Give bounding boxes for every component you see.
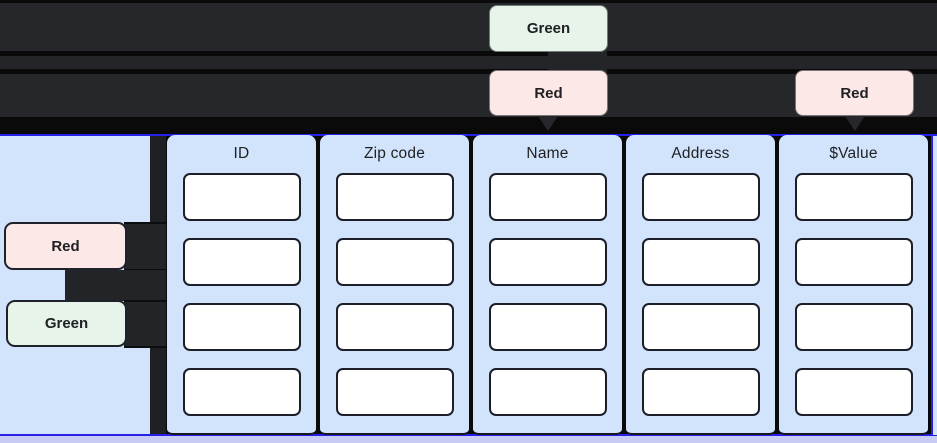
column-header-id: ID [233,144,250,162]
pointer-triangle-value-column [845,116,865,131]
cell-box[interactable] [335,368,454,416]
background-bar-middle [0,74,937,117]
cell-box[interactable] [182,238,301,286]
badge-green-top-label: Green [526,20,571,37]
cell-box[interactable] [335,238,454,286]
column-id[interactable]: ID [167,134,316,435]
cell-box[interactable] [794,238,913,286]
badge-red-name-label: Red [534,84,563,102]
cell-box[interactable] [488,303,607,351]
badge-red-row-label: Red [51,237,80,255]
badge-red-value-column[interactable]: Red [795,70,914,116]
green-badge-connector [548,51,607,74]
cell-box[interactable] [794,303,913,351]
column-header-address: Address [671,144,730,162]
column-name[interactable]: Name [473,134,622,435]
column-zip-code[interactable]: Zip code [320,134,469,435]
row-green-dark-notch [124,300,166,348]
cell-box[interactable] [488,173,607,221]
badge-red-row[interactable]: Red [4,222,127,270]
bottom-strip [0,436,937,443]
cell-box[interactable] [182,173,301,221]
badge-green-row[interactable]: Green [6,300,127,347]
badge-green-top[interactable]: Green [489,5,608,52]
column-address[interactable]: Address [626,134,775,435]
cell-box[interactable] [641,173,760,221]
badge-red-name-column[interactable]: Red [489,70,608,116]
background-bar-thin [0,56,937,69]
cell-box[interactable] [641,238,760,286]
cell-box[interactable] [488,368,607,416]
row-connector-dark-notch [65,270,166,301]
table-columns: ID Zip code Name Address [167,134,928,435]
column-header-value: $Value [829,144,878,162]
cell-box[interactable] [335,303,454,351]
cell-box[interactable] [335,173,454,221]
cell-box[interactable] [182,368,301,416]
badge-green-row-label: Green [44,315,89,332]
selection-border-top [0,133,937,136]
cell-box[interactable] [641,303,760,351]
selection-border-bottom [0,433,937,436]
cell-box[interactable] [794,173,913,221]
cell-box[interactable] [182,303,301,351]
badge-red-value-label: Red [840,84,869,102]
column-header-name: Name [526,144,569,162]
right-partial-column[interactable] [931,134,937,435]
column-value[interactable]: $Value [779,134,928,435]
background-bar-top [0,3,937,51]
column-header-zip-code: Zip code [363,144,426,162]
cell-box[interactable] [641,368,760,416]
cell-box[interactable] [488,238,607,286]
row-red-dark-notch [124,222,166,271]
cell-box[interactable] [794,368,913,416]
pointer-triangle-name-column [538,116,558,131]
